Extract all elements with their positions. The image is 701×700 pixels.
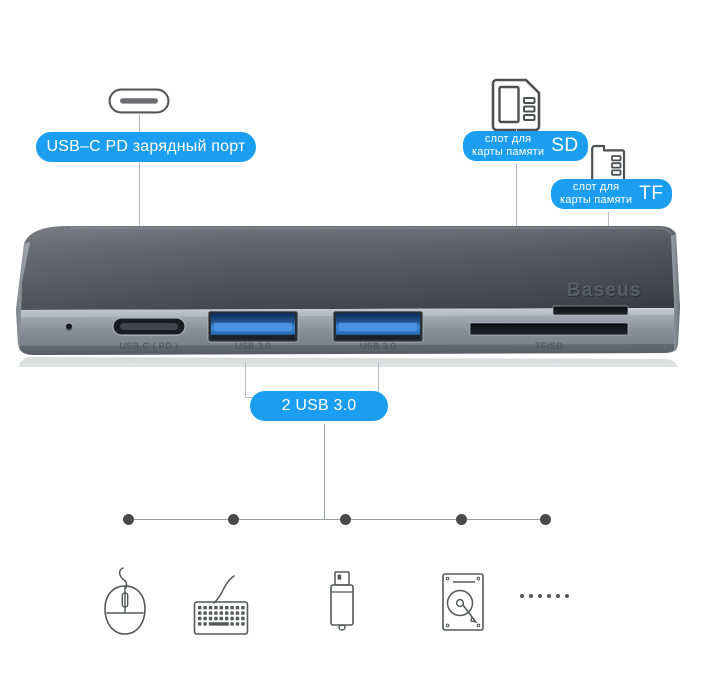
callout-tf-text: слот для карты памяти [560, 181, 632, 206]
connector-dot [456, 514, 467, 525]
connector-stem [324, 424, 325, 520]
compatible-devices-line [128, 519, 546, 520]
callout-2-usb-3[interactable]: 2 USB 3.0 [250, 391, 388, 421]
keyboard-icon [192, 572, 252, 643]
callout-tf-line2: карты памяти [560, 193, 633, 206]
leader-line-usb-left [245, 362, 246, 398]
hard-drive-icon [441, 572, 485, 637]
port-label-usb-3-right: USB 3.0 [360, 341, 396, 351]
sd-card-icon [490, 78, 542, 137]
usb-3-port-right [332, 310, 424, 343]
port-label-usb-3-left: USB 3.0 [235, 341, 271, 351]
usb-flash-drive-icon [328, 570, 356, 639]
connector-dot [123, 514, 134, 525]
callout-tf-line1: слот для [572, 181, 620, 193]
callout-sd-card-slot[interactable]: слот для карты памяти SD [463, 131, 588, 161]
callout-sd-line2: карты памяти [472, 145, 545, 158]
callout-usb-c-pd[interactable]: USB–C PD зарядный порт [36, 132, 256, 162]
callout-sd-line1: слот для [484, 133, 532, 145]
svg-text:USB-C ( PD ): USB-C ( PD ) [122, 361, 176, 367]
callout-sd-type: SD [551, 135, 579, 156]
callout-sd-text: слот для карты памяти [472, 133, 544, 158]
usb-3-port-left [207, 310, 299, 343]
svg-text:TF/SD: TF/SD [536, 361, 562, 367]
usb-c-connector-icon [108, 88, 170, 119]
leader-line-usbc-icon [139, 114, 140, 134]
mouse-icon [100, 566, 150, 643]
brand-logo: Baseus [568, 281, 643, 302]
usb-c-port [112, 317, 186, 336]
connector-dot [540, 514, 551, 525]
usb-c-hub-device: Baseus Baseus USB-C ( PD ) USB 3.0 [8, 226, 684, 367]
svg-text:Baseus: Baseus [567, 280, 642, 301]
tf-card-slot [552, 305, 629, 316]
svg-text:USB 3.0: USB 3.0 [236, 361, 270, 367]
sd-card-slot [469, 322, 629, 336]
connector-dot [340, 514, 351, 525]
port-label-card-reader: TF/SD [535, 341, 563, 351]
ellipsis-icon [520, 594, 569, 598]
port-label-usb-c: USB-C ( PD ) [120, 341, 179, 351]
leader-line-usb-right [378, 362, 379, 398]
connector-dot [228, 514, 239, 525]
callout-tf-type: TF [639, 183, 664, 204]
callout-tf-card-slot[interactable]: слот для карты памяти TF [551, 179, 673, 209]
